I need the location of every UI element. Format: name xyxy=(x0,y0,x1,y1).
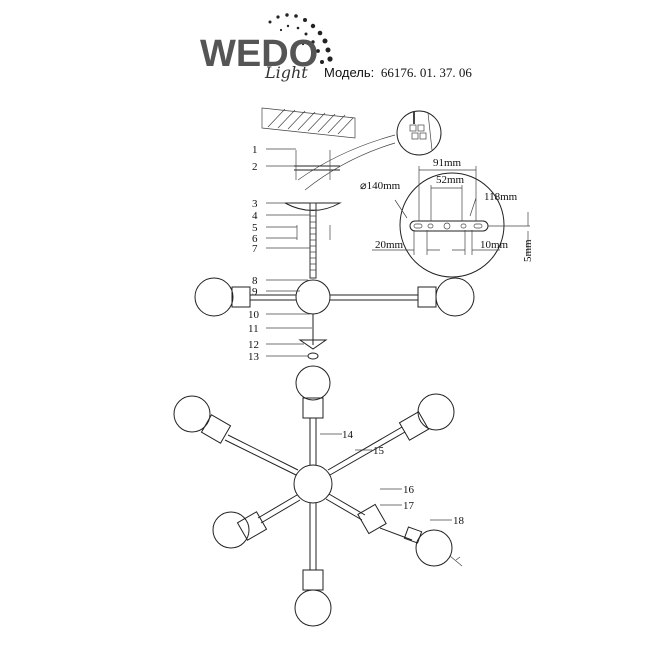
bulb-top xyxy=(295,365,331,401)
bulb-lower-right xyxy=(415,529,453,567)
callout-6: 6 xyxy=(252,233,258,245)
socket-left xyxy=(231,286,251,308)
mounting-bracket xyxy=(294,165,340,171)
bulb-bottom xyxy=(294,589,332,627)
bulb-right xyxy=(435,277,475,317)
model-label: Модель: 66176. 01. 37. 06 xyxy=(324,65,472,80)
socket-bottom xyxy=(302,569,324,591)
top-view-hub xyxy=(293,464,333,504)
dim-10mm: 10mm xyxy=(480,239,509,251)
callout-11: 11 xyxy=(248,323,259,335)
dim-52mm: 52mm xyxy=(436,174,465,186)
bulb-lower-left xyxy=(212,511,250,549)
detail-circle xyxy=(399,172,505,278)
callout-5: 5 xyxy=(252,222,258,234)
callout-14: 14 xyxy=(342,429,354,441)
callout-9: 9 xyxy=(252,286,258,298)
callout-3: 3 xyxy=(252,198,258,210)
callout-18: 18 xyxy=(453,515,465,527)
socket-top xyxy=(302,397,324,419)
bulb-left xyxy=(194,277,234,317)
socket-upper-right xyxy=(398,411,430,441)
socket-right xyxy=(417,286,437,308)
callout-4: 4 xyxy=(252,210,258,222)
side-view-fixture xyxy=(194,150,475,360)
terminal-block-magnifier xyxy=(396,110,442,156)
callout-7: 7 xyxy=(252,243,258,255)
socket-upper-left xyxy=(200,414,232,444)
callout-8: 8 xyxy=(252,275,258,287)
dim-91mm: 91mm xyxy=(433,157,462,169)
callout-16: 16 xyxy=(403,484,415,496)
bulb-upper-left xyxy=(173,395,211,433)
brand-logo: WEDO Light xyxy=(200,13,333,82)
callout-1: 1 xyxy=(252,144,258,156)
dim-diameter-140mm: ⌀140mm xyxy=(360,180,401,192)
suspension-rod xyxy=(309,202,317,279)
central-hub xyxy=(295,279,331,315)
bulb-upper-right xyxy=(417,393,455,431)
callout-15: 15 xyxy=(373,445,385,457)
callout-leaders xyxy=(266,148,452,521)
top-view-fixture xyxy=(173,365,463,627)
logo-subtext: Light xyxy=(264,63,308,82)
socket-lower-left xyxy=(236,511,268,541)
ceiling-hatch xyxy=(261,107,356,139)
logo-swirl xyxy=(268,13,333,64)
model-label-text: Модель: xyxy=(324,65,374,80)
logo-text: WEDO xyxy=(200,33,318,75)
callout-10: 10 xyxy=(248,309,260,321)
dim-5mm: 5mm xyxy=(522,239,534,262)
callout-12: 12 xyxy=(248,339,259,351)
supply-wire xyxy=(297,134,396,181)
callout-17: 17 xyxy=(403,500,415,512)
callout-2: 2 xyxy=(252,161,258,173)
bracket-detail: 91mm 52mm ⌀140mm 118mm 20mm 10mm 5mm xyxy=(360,157,534,278)
model-number: 66176. 01. 37. 06 xyxy=(381,65,473,80)
callout-numbers: 1 2 3 4 5 6 7 8 9 10 11 12 13 14 15 16 1… xyxy=(248,144,465,527)
dim-20mm: 20mm xyxy=(375,239,404,251)
bottom-cap xyxy=(298,339,328,350)
callout-13: 13 xyxy=(248,351,260,363)
dim-118mm: 118mm xyxy=(484,191,518,203)
socket-lower-right xyxy=(357,503,387,535)
canopy xyxy=(284,202,342,211)
